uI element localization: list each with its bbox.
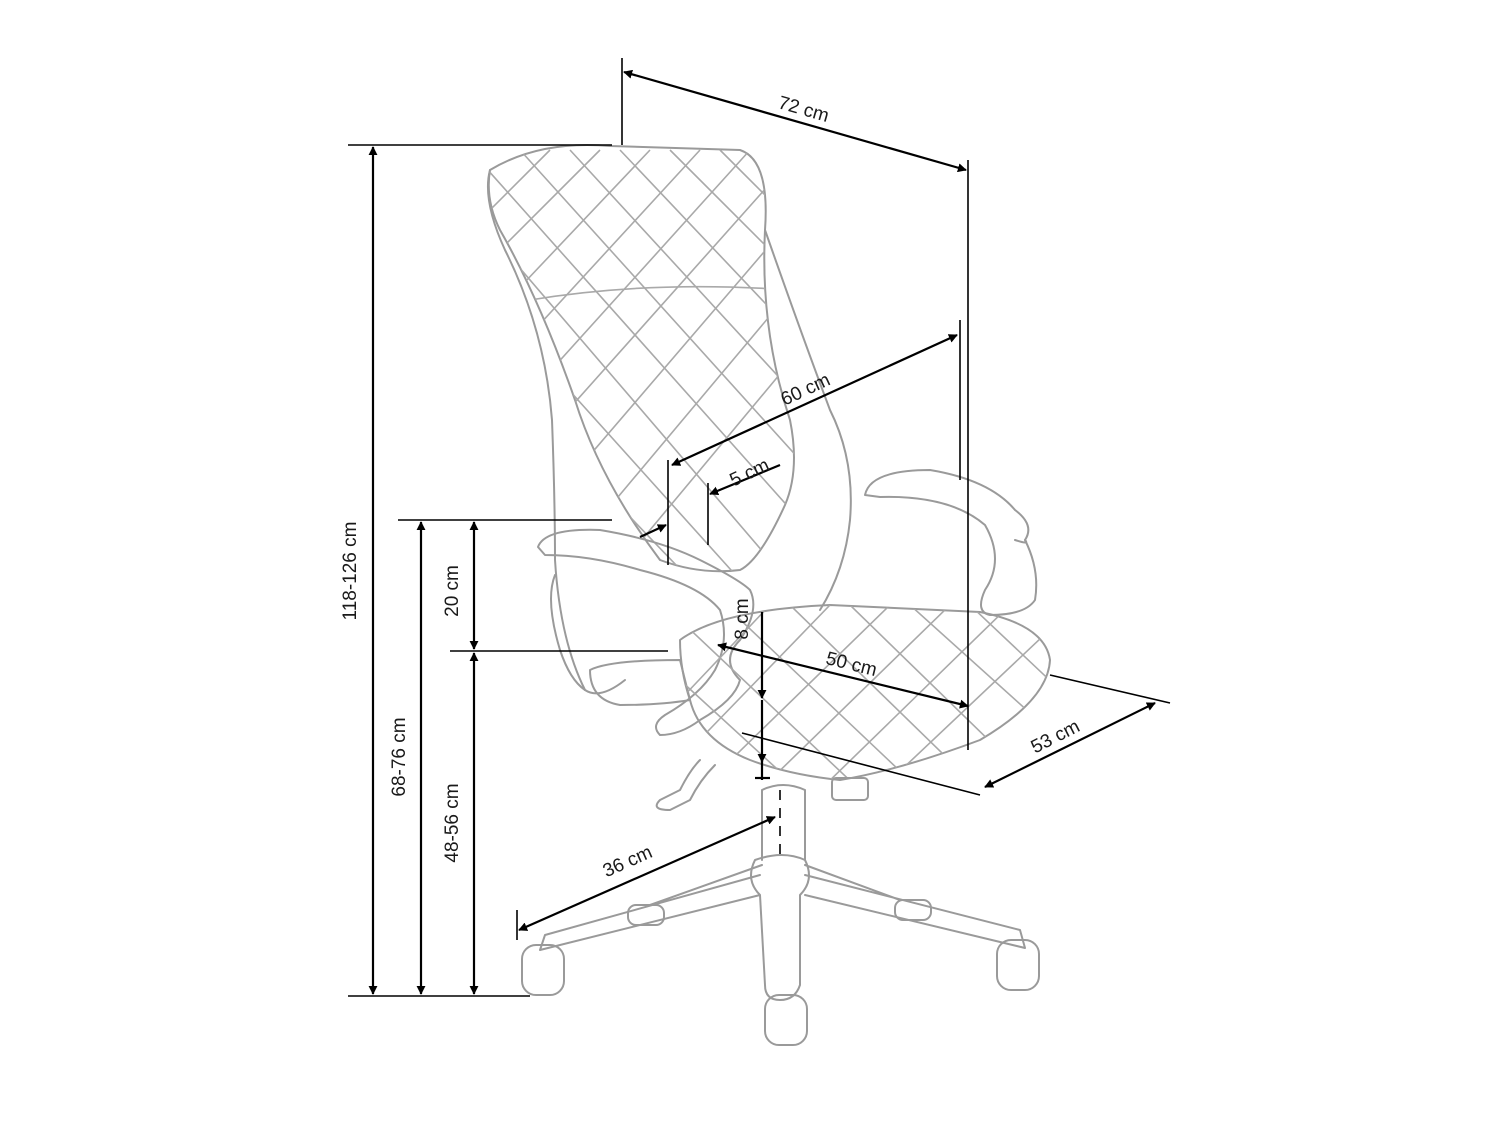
- dim-line-seat-depth: [717, 642, 969, 709]
- dimension-labels: 72 cm 60 cm 5 cm 118-126 cm 68-76 cm 20 …: [340, 92, 1083, 882]
- backrest-quilting: [488, 149, 794, 572]
- dim-line-seat-width: [984, 702, 1156, 788]
- dim-line-base-radius: [518, 815, 776, 932]
- label-armrest-height: 68-76 cm: [389, 717, 410, 796]
- label-seat-depth: 50 cm: [824, 648, 879, 681]
- far-armrest: [864, 469, 1038, 616]
- dim-line-seat-depth-total: [671, 333, 958, 467]
- label-base-radius: 36 cm: [600, 842, 656, 882]
- dim-line-width: [623, 69, 967, 173]
- label-armrest-above-seat: 20 cm: [442, 565, 463, 617]
- label-seat-height: 48-56 cm: [442, 783, 463, 862]
- near-armrest: [537, 528, 755, 736]
- label-backrest-offset: 5 cm: [727, 455, 773, 491]
- backrest-rear: [764, 229, 852, 611]
- gas-lift: [761, 784, 806, 861]
- dimension-lines: [348, 58, 1171, 997]
- casters: [521, 899, 1040, 1046]
- label-seat-thickness: 8 cm: [732, 598, 753, 639]
- dim-line-backrest-offset: [639, 524, 667, 538]
- label-width: 72 cm: [776, 92, 832, 126]
- label-total-height: 118-126 cm: [340, 522, 361, 621]
- chair-drawing: [486, 144, 1051, 1046]
